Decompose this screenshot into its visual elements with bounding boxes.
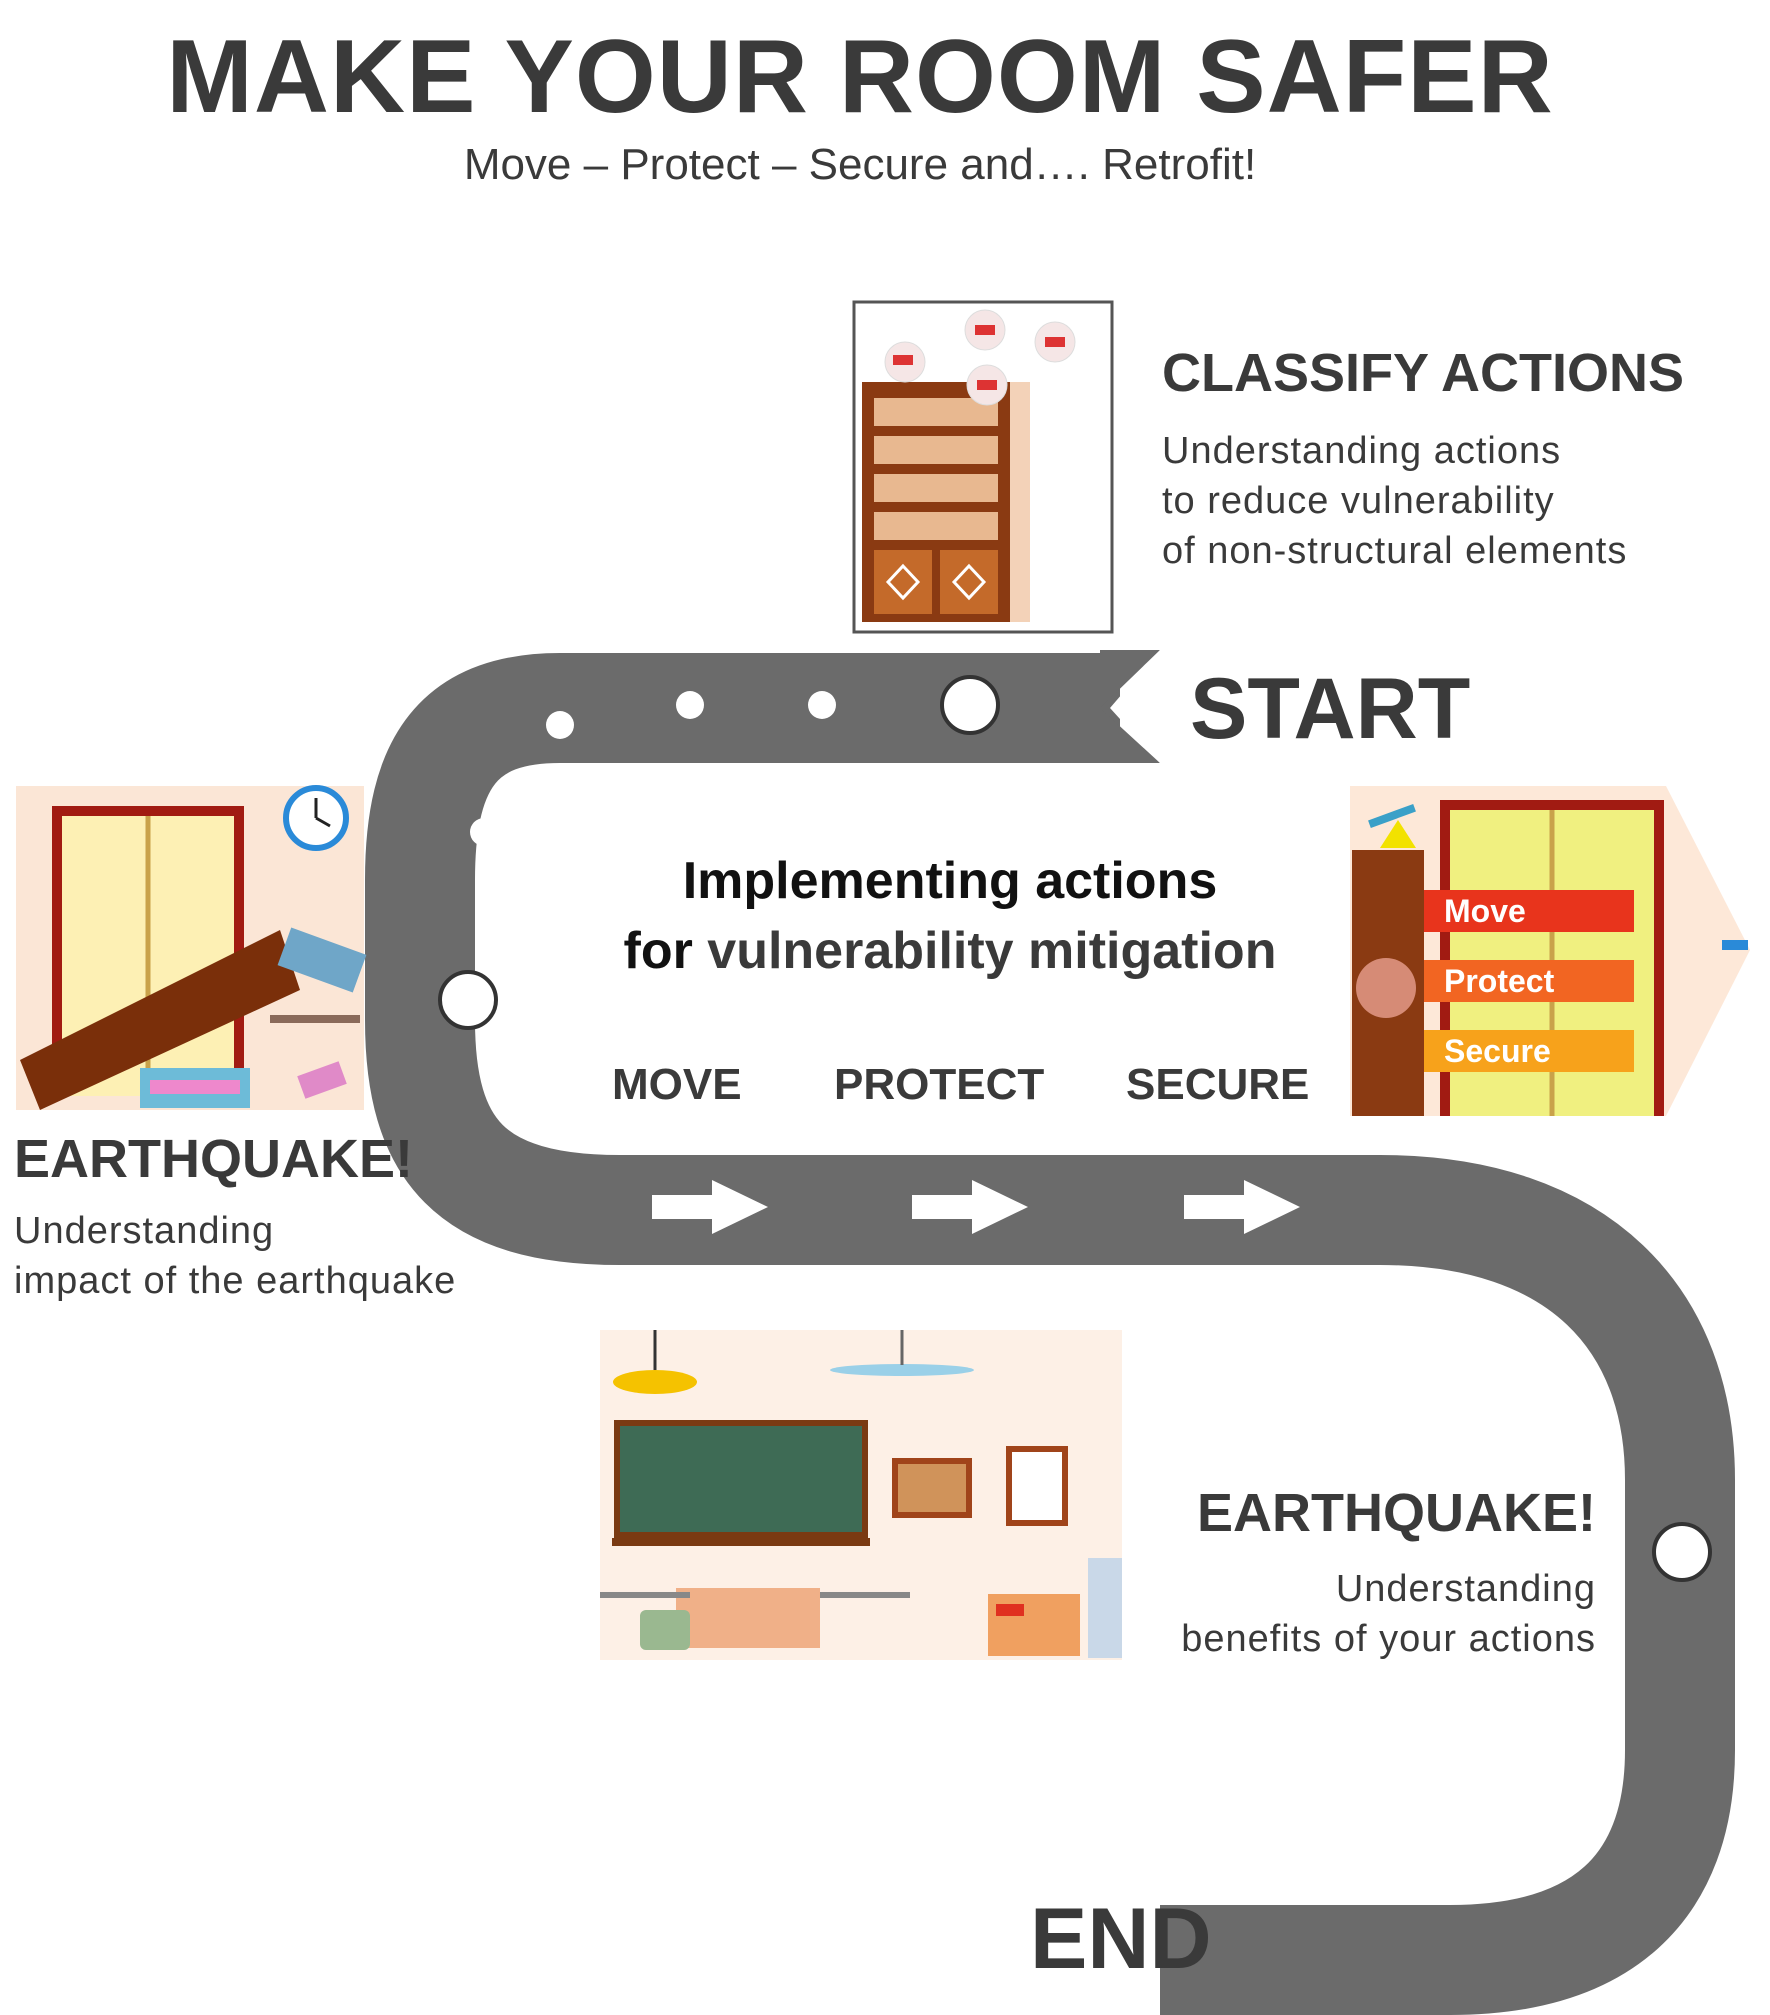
road-dot-large — [940, 675, 1000, 735]
arrow-move — [652, 1180, 768, 1234]
earthquake-right-description: Understanding benefits of your actions — [1100, 1564, 1596, 1664]
road-dot — [676, 691, 704, 719]
arrow-protect — [912, 1180, 1028, 1234]
step-move: MOVE — [612, 1060, 742, 1109]
implementing-line-2: for vulnerability mitigation — [560, 916, 1340, 986]
end-label: END — [1030, 1891, 1212, 1987]
classify-title: CLASSIFY ACTIONS — [1162, 343, 1685, 403]
road — [365, 653, 1735, 2015]
implementing-line-1: Implementing actions — [682, 852, 1218, 910]
road-arrows — [652, 1180, 1300, 1234]
classify-line: to reduce vulnerability — [1162, 480, 1555, 522]
start-notch — [1100, 650, 1160, 763]
road-dot — [808, 691, 836, 719]
road-dot — [546, 711, 574, 739]
road-dot — [470, 818, 498, 846]
step-protect: PROTECT — [834, 1060, 1045, 1109]
tag-secure: Secure — [1424, 1030, 1634, 1072]
earthquake-right-title: EARTHQUAKE! — [1197, 1483, 1596, 1543]
start-label: START — [1190, 661, 1471, 757]
earthquake-left-line: impact of the earthquake — [14, 1260, 457, 1302]
tag-move: Move — [1424, 890, 1634, 932]
classify-description: Understanding actions to reduce vulnerab… — [1162, 426, 1627, 576]
earthquake-room-illustration — [16, 785, 367, 1110]
bookcase-illustration — [852, 300, 1114, 634]
earthquake-left-description: Understanding impact of the earthquake — [14, 1206, 456, 1306]
classroom-illustration — [600, 1330, 1122, 1660]
earthquake-right-line: Understanding — [1335, 1568, 1596, 1610]
classify-line: of non-structural elements — [1162, 530, 1628, 572]
tag-protect: Protect — [1424, 960, 1634, 1002]
road-dot-large — [438, 970, 498, 1030]
start-notch-cut — [1110, 650, 1175, 763]
end-arrow — [1160, 1905, 1240, 2015]
implementing-highlight: vulnerability mitigation — [707, 922, 1277, 980]
implementing-title: Implementing actions for vulnerability m… — [560, 846, 1340, 986]
step-secure: SECURE — [1126, 1060, 1310, 1109]
page-subtitle: Move – Protect – Secure and…. Retrofit! — [463, 140, 1257, 189]
classify-line: Understanding actions — [1162, 430, 1562, 472]
road-dot-large — [1652, 1522, 1712, 1582]
page-title: MAKE YOUR ROOM SAFER — [166, 19, 1554, 135]
earthquake-right-line: benefits of your actions — [1181, 1618, 1596, 1660]
earthquake-left-line: Understanding — [14, 1210, 275, 1252]
earthquake-left-title: EARTHQUAKE! — [14, 1129, 413, 1189]
arrow-secure — [1184, 1180, 1300, 1234]
implementing-prefix: for — [623, 922, 708, 980]
